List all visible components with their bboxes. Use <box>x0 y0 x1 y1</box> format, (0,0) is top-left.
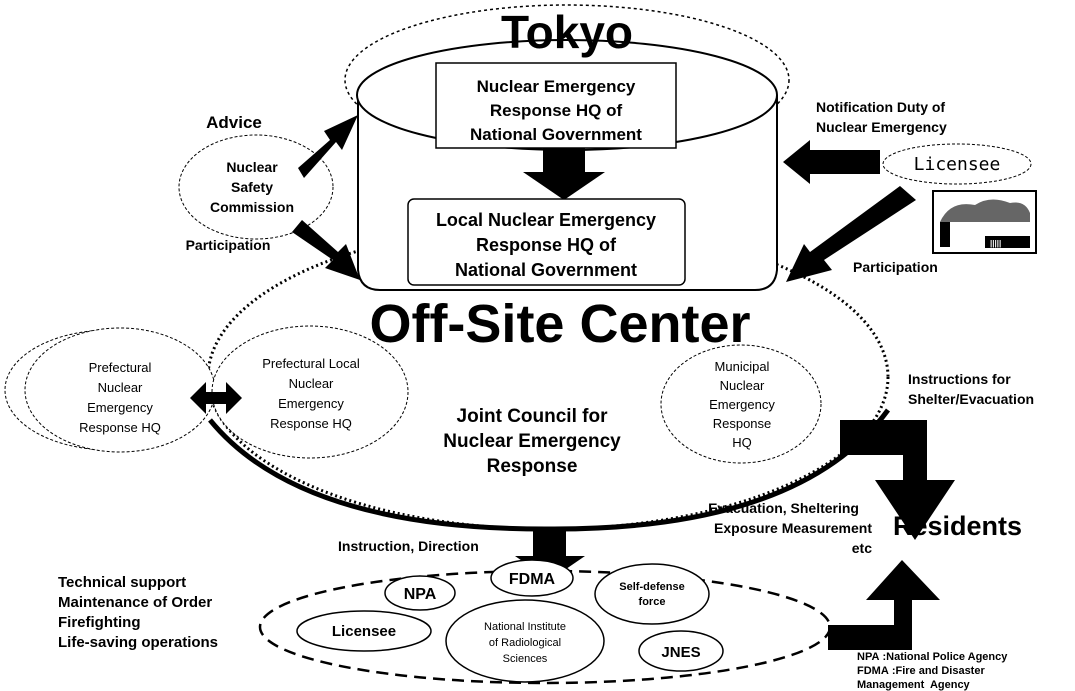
pref-local-hq-line-1: Prefectural Local <box>262 356 360 371</box>
national-hq-line-3: National Government <box>470 125 642 144</box>
offsite-center-title: Off-Site Center <box>369 294 750 354</box>
municipal-hq-line-5: HQ <box>732 435 752 450</box>
nirs-line-2: of Radiological <box>489 637 561 649</box>
local-hq-line-3: National Government <box>455 260 637 280</box>
pref-local-hq-line-2: Nuclear <box>289 376 334 391</box>
orgs-to-residents-arrow <box>828 560 940 650</box>
licensee-top-ellipse <box>882 143 1032 185</box>
pref-local-hq-line-3: Emergency <box>278 396 344 411</box>
shelter-evacuation-arrow <box>840 420 955 540</box>
support-item-1: Technical support <box>58 574 186 591</box>
support-item-3: Firefighting <box>58 614 141 631</box>
local-hq-line-1: Local Nuclear Emergency <box>436 210 656 230</box>
nirs-line-1: National Institute <box>484 621 566 633</box>
joint-council-line-3: Response <box>487 456 578 477</box>
notification-line-1: Notification Duty of <box>816 99 945 115</box>
nsc-to-offsite-arrow <box>292 220 360 280</box>
evacuation-line-1: Evacuation, Sheltering <box>708 500 859 516</box>
sdf-ellipse <box>594 563 710 625</box>
fdma-ellipse <box>490 559 574 597</box>
nirs-line-3: Sciences <box>503 653 548 665</box>
national-to-local-arrow <box>523 148 605 200</box>
legend-line-3: Management Agency <box>857 679 971 691</box>
municipal-hq-line-4: Response <box>713 416 772 431</box>
evacuation-line-3: etc <box>852 540 872 556</box>
jnes-label: JNES <box>661 644 700 661</box>
nsc-line-3: Commission <box>210 199 294 215</box>
tokyo-title: Tokyo <box>501 6 633 58</box>
licensee-bottom-ellipse <box>296 610 432 652</box>
nsc-to-tokyo-arrow <box>298 115 358 178</box>
support-item-2: Maintenance of Order <box>58 594 212 611</box>
evacuation-line-2: Exposure Measurement <box>714 520 872 536</box>
pref-hq-line-3: Emergency <box>87 400 153 415</box>
municipal-hq-line-1: Municipal <box>715 359 770 374</box>
national-hq-box <box>435 62 677 149</box>
advice-label: Advice <box>206 113 262 132</box>
instruction-direction-label: Instruction, Direction <box>338 538 479 554</box>
jnes-ellipse <box>638 630 724 672</box>
instructions-shelter-line-1: Instructions for <box>908 371 1011 387</box>
nsc-ellipse <box>178 134 334 240</box>
joint-council-line-1: Joint Council for <box>457 406 609 427</box>
pref-hq-line-2: Nuclear <box>98 380 143 395</box>
instructions-shelter-line-2: Shelter/Evacuation <box>908 391 1034 407</box>
participation-right-label: Participation <box>853 259 938 275</box>
local-hq-box <box>407 198 686 286</box>
municipal-hq-ellipse <box>660 344 822 464</box>
sdf-line-2: force <box>639 596 666 608</box>
sdf-line-1: Self-defense <box>619 581 684 593</box>
national-hq-line-1: Nuclear Emergency <box>477 77 636 96</box>
pref-local-hq-ellipse <box>211 325 409 459</box>
pref-local-hq-line-4: Response HQ <box>270 416 352 431</box>
power-plant-icon: ||||| <box>932 190 1037 254</box>
licensee-top-label: Licensee <box>914 154 1001 175</box>
notification-line-2: Nuclear Emergency <box>816 119 947 135</box>
licensee-bottom-label: Licensee <box>332 623 396 640</box>
pref-double-arrow <box>190 382 242 414</box>
municipal-hq-line-3: Emergency <box>709 397 775 412</box>
residents-label: Residents <box>893 511 1022 541</box>
licensee-to-tokyo-arrow <box>783 140 880 184</box>
support-item-4: Life-saving operations <box>58 634 218 651</box>
npa-label: NPA <box>404 586 437 603</box>
fdma-label: FDMA <box>509 571 556 588</box>
npa-ellipse <box>384 575 456 611</box>
pref-hq-line-4: Response HQ <box>79 420 161 435</box>
participation-left-label: Participation <box>186 237 271 253</box>
legend-line-1: NPA :National Police Agency <box>857 651 1008 663</box>
licensee-to-offsite-arrow <box>786 186 916 282</box>
nsc-line-2: Safety <box>231 179 273 195</box>
pref-hq-line-1: Prefectural <box>89 360 152 375</box>
joint-council-line-2: Nuclear Emergency <box>443 431 621 452</box>
nirs-ellipse <box>445 599 605 683</box>
municipal-hq-line-2: Nuclear <box>720 378 765 393</box>
local-hq-line-2: Response HQ of <box>476 235 617 255</box>
svg-text:|||||: ||||| <box>990 239 1001 248</box>
legend-line-2: FDMA :Fire and Disaster <box>857 665 985 677</box>
nsc-line-1: Nuclear <box>226 159 278 175</box>
national-hq-line-2: Response HQ of <box>490 101 623 120</box>
